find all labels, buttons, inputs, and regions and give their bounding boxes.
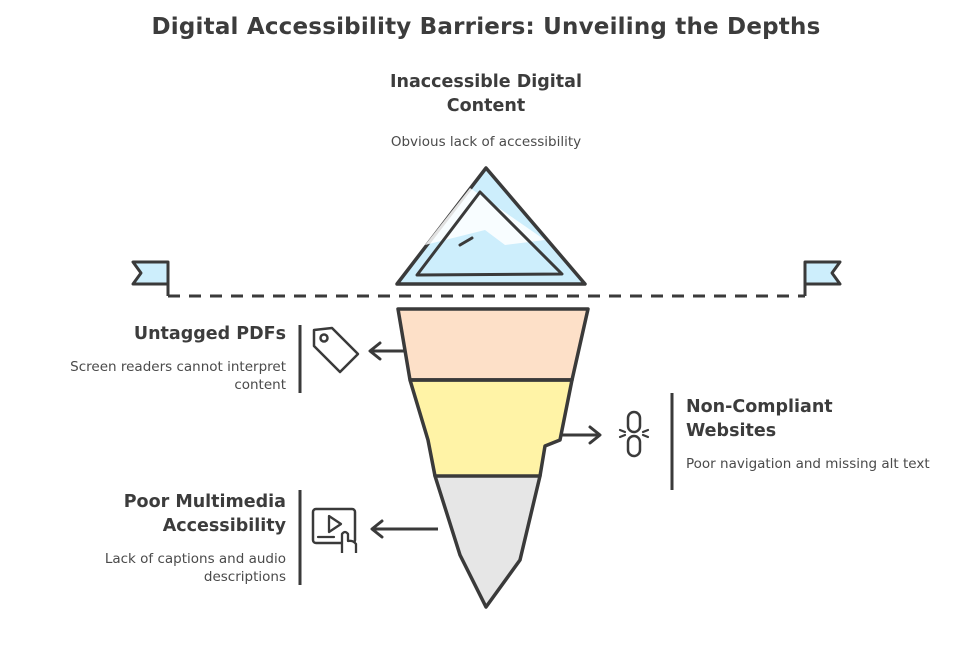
iceberg-layer-1 xyxy=(396,307,590,382)
tag-icon xyxy=(312,326,360,374)
layer-3-fill xyxy=(435,476,540,607)
layer-1-heading: Untagged PDFs xyxy=(133,324,286,344)
broken-link-icon xyxy=(618,410,650,458)
layer-2-description: Poor navigation and missing alt text xyxy=(686,456,930,472)
layer-3-heading: Poor Multimedia Accessibility xyxy=(123,492,286,536)
left-flag-icon xyxy=(131,260,170,296)
layer-2-fill xyxy=(410,380,572,476)
layer-3-description: Lack of captions and audio descriptions xyxy=(104,551,286,585)
page-title: Digital Accessibility Barriers: Unveilin… xyxy=(151,14,821,40)
layer-2-heading: Non-Compliant Websites xyxy=(686,397,833,441)
iceberg-tip xyxy=(395,166,587,286)
arrow-layer-3 xyxy=(370,519,438,539)
top-description: Obvious lack of accessibility xyxy=(390,134,582,150)
iceberg-layer-2 xyxy=(408,378,574,477)
video-play-icon xyxy=(311,507,358,553)
arrow-layer-1 xyxy=(368,341,405,361)
top-heading: Inaccessible Digital Content xyxy=(390,72,582,116)
iceberg-layer-3 xyxy=(433,474,542,609)
layer-1-fill xyxy=(398,309,588,380)
layer-1-description: Screen readers cannot interpret content xyxy=(70,359,286,393)
arrow-layer-2 xyxy=(562,425,602,445)
right-flag-icon xyxy=(803,260,842,296)
